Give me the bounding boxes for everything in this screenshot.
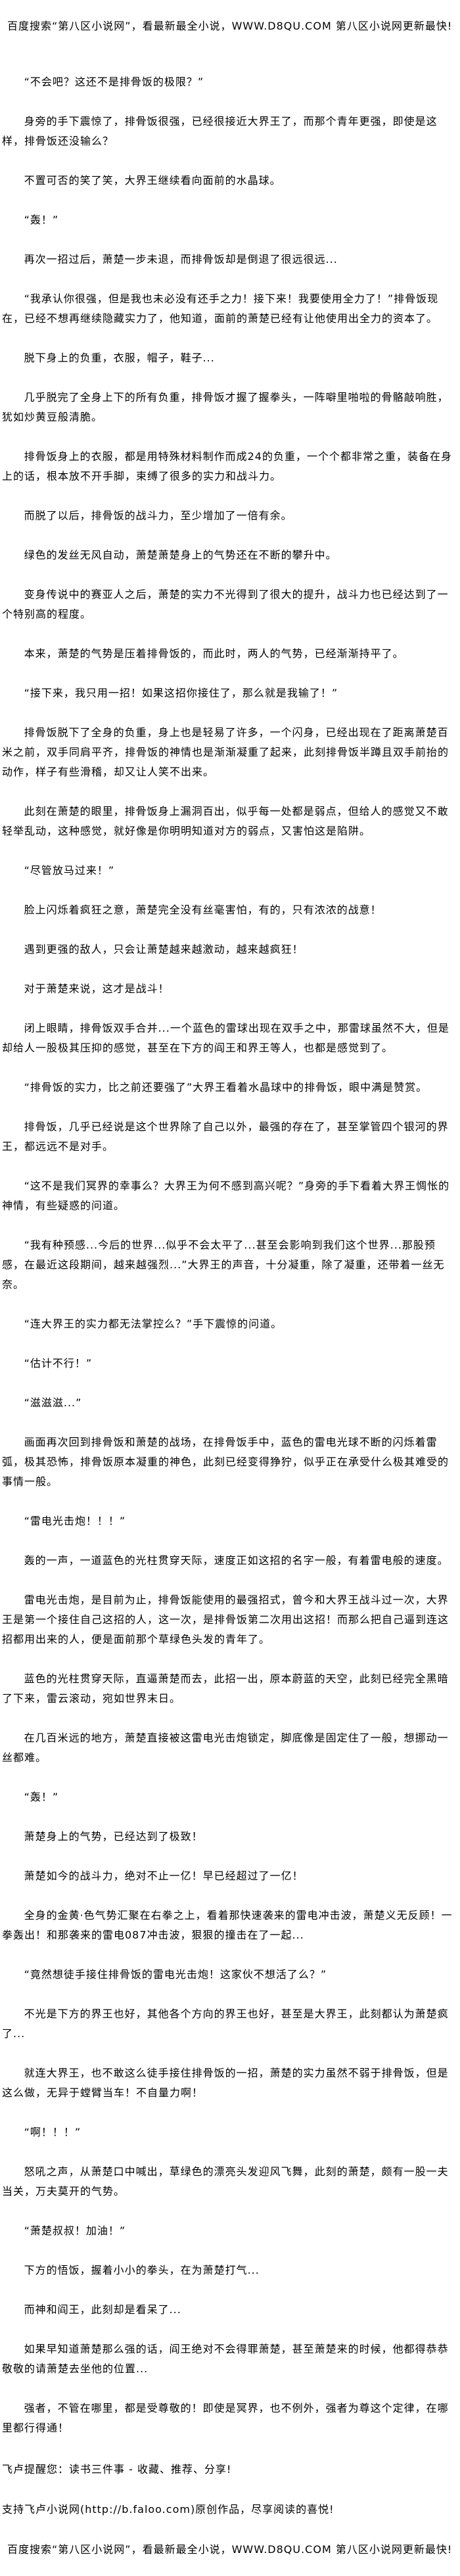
paragraph: 画面再次回到排骨饭和萧楚的战场，在排骨饭手中，蓝色的雷电光球不断的闪烁着雷弧，极… [2, 1436, 449, 1488]
chapter-footer: 飞卢提醒您：读书三件事 - 收藏、推荐、分享! 支持飞卢小说网(http://b… [2, 2460, 455, 2576]
paragraph: 几乎脱完了全身上下的所有负重，排骨饭才握了握拳头，一阵噼里啪啦的骨骼敲响胜，犹如… [2, 391, 449, 423]
paragraph: 雷电光击炮，是目前为止，排骨饭能使用的最强招式，曾今和大界王战斗过一次，大界王是… [2, 1594, 449, 1645]
paragraph: 怒吼之声，从萧楚口中喊出，草绿色的漂亮头发迎风飞舞，此刻的萧楚，颇有一股一夫当关… [2, 2165, 449, 2197]
paragraph: 萧楚身上的气势，已经达到了极致！ [24, 1830, 203, 1843]
paragraph: 排骨饭身上的衣服，都是用特殊材料制作而成24的负重，一个个都非常之重，装备在身上… [2, 450, 452, 482]
paragraph: “连大界王的实力都无法掌控么？”手下震惊的问道。 [24, 1318, 283, 1330]
paragraph: 轰的一声，一道蓝色的光柱贯穿天际，速度正如这招的名字一般，有着雷电般的速度。 [24, 1554, 449, 1567]
paragraph: 本来，萧楚的气势是压着排骨饭的，而此时，两人的气势，已经渐渐持平了。 [24, 647, 404, 660]
paragraph: 此刻在萧楚的眼里，排骨饭身上漏洞百出，似乎每一处都是弱点，但给人的感觉又不敢轻举… [2, 805, 449, 837]
paragraph: “排骨饭的实力，比之前还要强了”大界王看着水晶球中的排骨饭，眼中满是赞赏。 [24, 1081, 428, 1093]
paragraph: 遇到更强的敌人，只会让萧楚越来越激动，越来越疯狂！ [24, 943, 304, 955]
support-notice: 支持飞卢小说网(http://b.faloo.com)原创作品，尽享阅读的喜悦! [2, 2503, 334, 2516]
site-banner-top: 百度搜索“第八区小说网”，看最新最全小说，WWW.D8QU.COM 第八区小说网… [7, 20, 453, 32]
paragraph: 在几百米远的地方，萧楚直接被这雷电光击炮锁定，脚底像是固定住了一般，想挪动一丝都… [2, 1732, 449, 1764]
paragraph: 全身的金黄·色气势汇聚在右拳之上，看着那快速袭来的雷电冲击波，萧楚义无反顾！一拳… [2, 1909, 453, 1941]
paragraph: 萧楚如今的战斗力，绝对不止一亿！早已经超过了一亿！ [24, 1870, 304, 1882]
paragraph: “估计不行！” [24, 1357, 93, 1369]
paragraph: 绿色的发丝无风自动，萧楚萧楚身上的气势还在不断的攀升中。 [24, 549, 337, 561]
paragraph: 而神和阎王，此刻却是看呆了... [24, 2303, 181, 2316]
reading-reminder: 飞卢提醒您：读书三件事 - 收藏、推荐、分享! [2, 2463, 232, 2475]
paragraph: 身旁的手下震惊了，排骨饭很强，已经很接近大界王了，而那个青年更强，即使是这样，排… [2, 115, 438, 147]
paragraph: “雷电光击炮！！！” [24, 1515, 126, 1527]
paragraph: “轰！” [24, 1791, 59, 1803]
paragraph: 强者，不管在哪里，都是受尊敬的！即使是冥界，也不例外，强者为尊这个定律，在哪里都… [2, 2402, 449, 2434]
paragraph: 下方的悟饭，握着小小的拳头，在为萧楚打气... [24, 2264, 260, 2276]
paragraph: 脱下身上的负重，衣服，帽子，鞋子... [24, 352, 215, 364]
paragraph: “我有种预感...今后的世界...似乎不会太平了...甚至会影响到我们这个世界.… [2, 1239, 445, 1291]
paragraph: 再次一招过后，萧楚一步未退，而排骨饭却是倒退了很远很远... [24, 253, 338, 265]
paragraph: “轰！” [24, 214, 59, 226]
paragraph: 就连大界王，也不敢这么徒手接住排骨饭的一招，萧楚的实力虽然不弱于排骨饭，但是这么… [2, 2067, 449, 2099]
paragraph: 排骨饭，几乎已经说是这个世界除了自己以外，最强的存在了，甚至掌管四个银河的界王，… [2, 1120, 449, 1153]
paragraph: 蓝色的光柱贯穿天际，直逼萧楚而去，此招一出，原本蔚蓝的天空，此刻已经完全黑暗了下… [2, 1672, 449, 1705]
paragraph: 不置可否的笑了笑，大界王继续看向面前的水晶球。 [24, 174, 281, 187]
paragraph: “尽管放马过来！” [24, 864, 115, 877]
paragraph: “这不是我们冥界的幸事么？大界王为何不感到高兴呢？”身旁的手下看着大界王惆怅的神… [2, 1180, 450, 1212]
paragraph: “滋滋滋...” [24, 1396, 82, 1409]
paragraph: 排骨饭脱下了全身的负重，身上也是轻易了许多，一个闪身，已经出现在了距离萧楚百米之… [2, 726, 449, 778]
paragraph: 脸上闪烁着疯狂之意，萧楚完全没有丝毫害怕，有的，只有浓浓的战意！ [24, 904, 382, 916]
paragraph: “萧楚叔叔！加油！” [24, 2224, 126, 2237]
paragraph: “接下来，我只用一招！如果这招你接住了，那么就是我输了！” [24, 687, 338, 699]
paragraph: 不光是下方的界王也好，其他各个方向的界王也好，甚至是大界王，此刻都认为萧楚疯了.… [2, 2008, 449, 2040]
paragraph: “不会吧？这还不是排骨饭的极限？” [24, 76, 204, 88]
paragraph: “啊！！！” [24, 2126, 81, 2138]
paragraph: “我承认你很强，但是我也未必没有还手之力！接下来！我要使用全力了！”排骨饭现在，… [2, 292, 439, 325]
paragraph: 闭上眼睛，排骨饭双手合并...一个蓝色的雷球出现在双手之中，那雷球虽然不大，但是… [2, 1022, 449, 1054]
paragraph: 而脱了以后，排骨饭的战斗力，至少增加了一倍有余。 [24, 509, 292, 522]
site-banner-bottom: 百度搜索“第八区小说网”，看最新最全小说，WWW.D8QU.COM 第八区小说网… [7, 2543, 453, 2556]
paragraph: “竟然想徒手接住排骨饭的雷电光击炮！这家伙不想活了么？” [24, 1968, 327, 1981]
chapter-body: “不会吧？这还不是排骨饭的极限？” 身旁的手下震惊了，排骨饭很强，已经很接近大界王… [2, 72, 453, 2458]
paragraph: 如果早知道萧楚那么强的话，阎王绝对不会得罪萧楚，甚至萧楚来的时候，他都得恭恭敬敬… [2, 2343, 449, 2375]
paragraph: 变身传说中的赛亚人之后，萧楚的实力不光得到了很大的提升，战斗力也已经达到了一个特… [2, 588, 449, 620]
paragraph: 对于萧楚来说，这才是战斗！ [24, 982, 170, 995]
